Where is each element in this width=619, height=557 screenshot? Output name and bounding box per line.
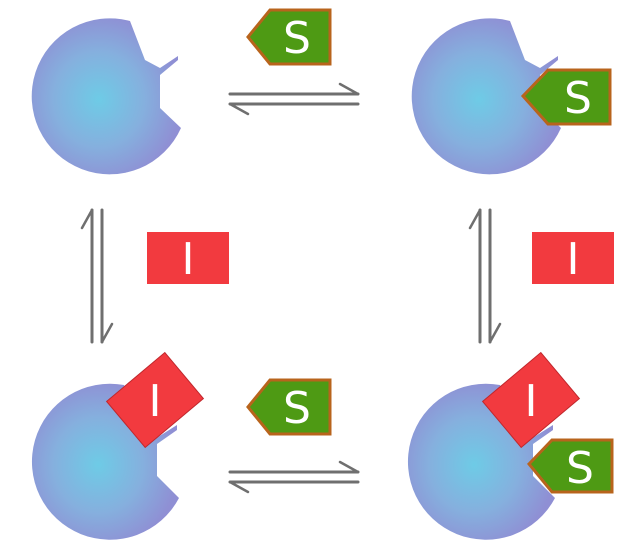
equilibrium-arrow-bottom-icon xyxy=(228,460,360,494)
inhibitor-bound-bottom-right-icon: I xyxy=(481,351,581,449)
enzyme-top-left-icon xyxy=(31,18,182,175)
enzyme-top-right-icon xyxy=(411,18,561,175)
enzyme-bottom-right-icon xyxy=(407,383,555,540)
substrate-label: S xyxy=(283,383,311,434)
inhibitor-label: I xyxy=(567,234,580,285)
equilibrium-arrow-right-icon xyxy=(468,208,502,344)
inhibitor-label: I xyxy=(182,234,195,285)
substrate-label: S xyxy=(566,443,594,494)
inhibitor-square-right-icon: I xyxy=(532,232,614,285)
inhibitor-label: I xyxy=(525,376,538,427)
inhibitor-bound-bottom-left-icon: I xyxy=(105,351,205,449)
equilibrium-arrow-top-icon xyxy=(228,82,360,116)
substrate-label: S xyxy=(564,73,592,124)
equilibrium-arrow-left-icon xyxy=(80,208,114,344)
substrate-label: S xyxy=(283,13,311,64)
inhibitor-square-left-icon: I xyxy=(147,232,229,285)
substrate-tag-bottom-icon: S xyxy=(246,378,332,436)
substrate-tag-bound-top-icon: S xyxy=(520,68,612,126)
enzyme-bottom-left-icon xyxy=(31,383,179,540)
inhibitor-label: I xyxy=(149,376,162,427)
substrate-tag-top-icon: S xyxy=(246,8,332,66)
substrate-tag-bound-bottom-icon: S xyxy=(526,438,614,494)
